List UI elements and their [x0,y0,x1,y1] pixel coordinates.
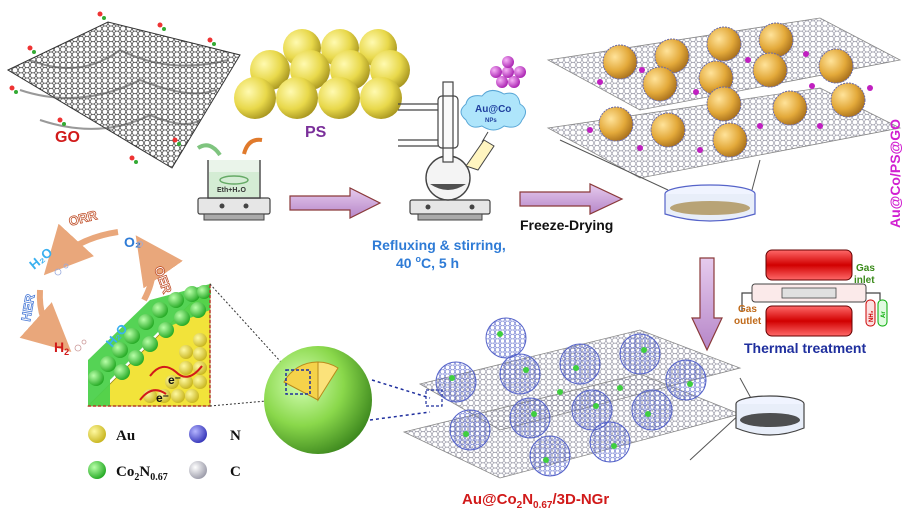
surface-au-balls [143,333,207,403]
surface-co2n-balls [88,285,211,386]
electron-label-2: e⁻ [156,391,169,405]
legend-co2n-label: Co2N0.67 [116,464,168,483]
petri-dish-top [664,184,756,222]
mix-arrow-left [196,143,222,157]
legend-co-prefix: Co [116,464,134,480]
au-co2n-3dngr-structure [402,317,753,479]
product-label: Au@Co2N0.67/3D-NGr [462,491,609,511]
arrow-to-reflux [289,187,382,219]
product-sub-2: 0.67 [533,500,553,511]
product-prefix: Au@Co [462,491,517,508]
legend-n-swatch [189,425,207,443]
catalysis-cycle [19,223,183,353]
zoom-line-3 [371,379,431,399]
intermediate-label: Au@Co/PS@GO [887,119,903,228]
h2-symbol: H [54,339,64,355]
reflux-time: C, 5 h [421,255,459,271]
nh3-tube-label: NH₃ [869,310,875,322]
reflux-caption-2: 40 oC, 5 h [396,254,459,271]
tube-furnace [741,249,888,337]
gas-outlet-label-1: Gas [738,304,757,315]
orr-arrow [43,223,119,276]
ar-tube-label: Ar [881,311,887,318]
beaker-stirrer [197,160,271,221]
legend-c-swatch [189,461,207,479]
au-co-dots [587,51,873,153]
orr-label: ORR [67,207,99,229]
h2-label: H2 [54,339,69,357]
oer-label: OER [151,264,175,296]
beaker-label: Eth+H₂O [217,187,247,194]
hollow-spheres [435,317,707,477]
zoom-line-4 [369,411,431,421]
h2o-left-label: H₂O [26,245,55,273]
co2n-dots [449,331,693,463]
reflux-apparatus [398,81,495,221]
reflux-deg: o [415,254,421,264]
reflux-temp: 40 [396,255,415,271]
arrow-to-thermal [691,257,723,352]
legend-co-sub-2: 0.67 [150,472,168,483]
legend-c-label: C [230,464,241,480]
mix-arrow-right [242,137,263,155]
zoom-line-1 [209,283,291,373]
au-co-cloud [460,90,526,131]
oxygen-groups [9,11,216,164]
legend-au-swatch [88,425,106,443]
au-co-ps-go-structure [546,17,902,191]
gas-inlet-label-1: Gas [856,263,875,274]
oer-arrow [135,235,183,302]
au-co-ps-spheres [598,22,866,158]
legend: Au N Co2N0.67 C [88,425,241,483]
product-sub-1: 2 [517,500,523,511]
gas-inlet-label-2: inlet [854,275,875,286]
cloud-label-top: Au@Co [475,104,511,115]
product-mid: N [522,491,533,508]
legend-n-label: N [230,428,241,444]
petri-dish-bottom [735,395,805,436]
her-arrow [19,289,72,353]
freeze-label: Freeze-Drying [520,217,613,233]
reflux-caption-1: Refluxing & stirring, [372,237,506,253]
product-suffix: /3D-NGr [553,491,610,508]
arrow-to-freeze [519,183,624,215]
core-shell-sphere [264,346,372,454]
go-label: GO [55,129,80,146]
ps-label: PS [305,124,327,141]
h2-subscript: 2 [64,347,69,357]
legend-co2n-swatch [88,461,106,479]
go-sheet [6,11,241,169]
thermal-label: Thermal treatment [744,340,866,356]
o2-label: O₂ [124,234,141,250]
gas-outlet-label-2: outlet [734,316,762,327]
legend-au-label: Au [116,428,135,444]
ps-spheres [234,29,410,119]
her-label: HER [18,292,38,322]
legend-co-mid: N [139,464,150,480]
zoom-line-2 [209,397,301,407]
surface-cutout [87,283,211,407]
bubbles [54,241,143,352]
electron-label-1: e⁻ [168,373,181,387]
cloud-label-bottom: NPs [485,118,497,124]
au-co-np-cluster [490,56,526,88]
legend-co-sub-1: 2 [134,472,139,483]
